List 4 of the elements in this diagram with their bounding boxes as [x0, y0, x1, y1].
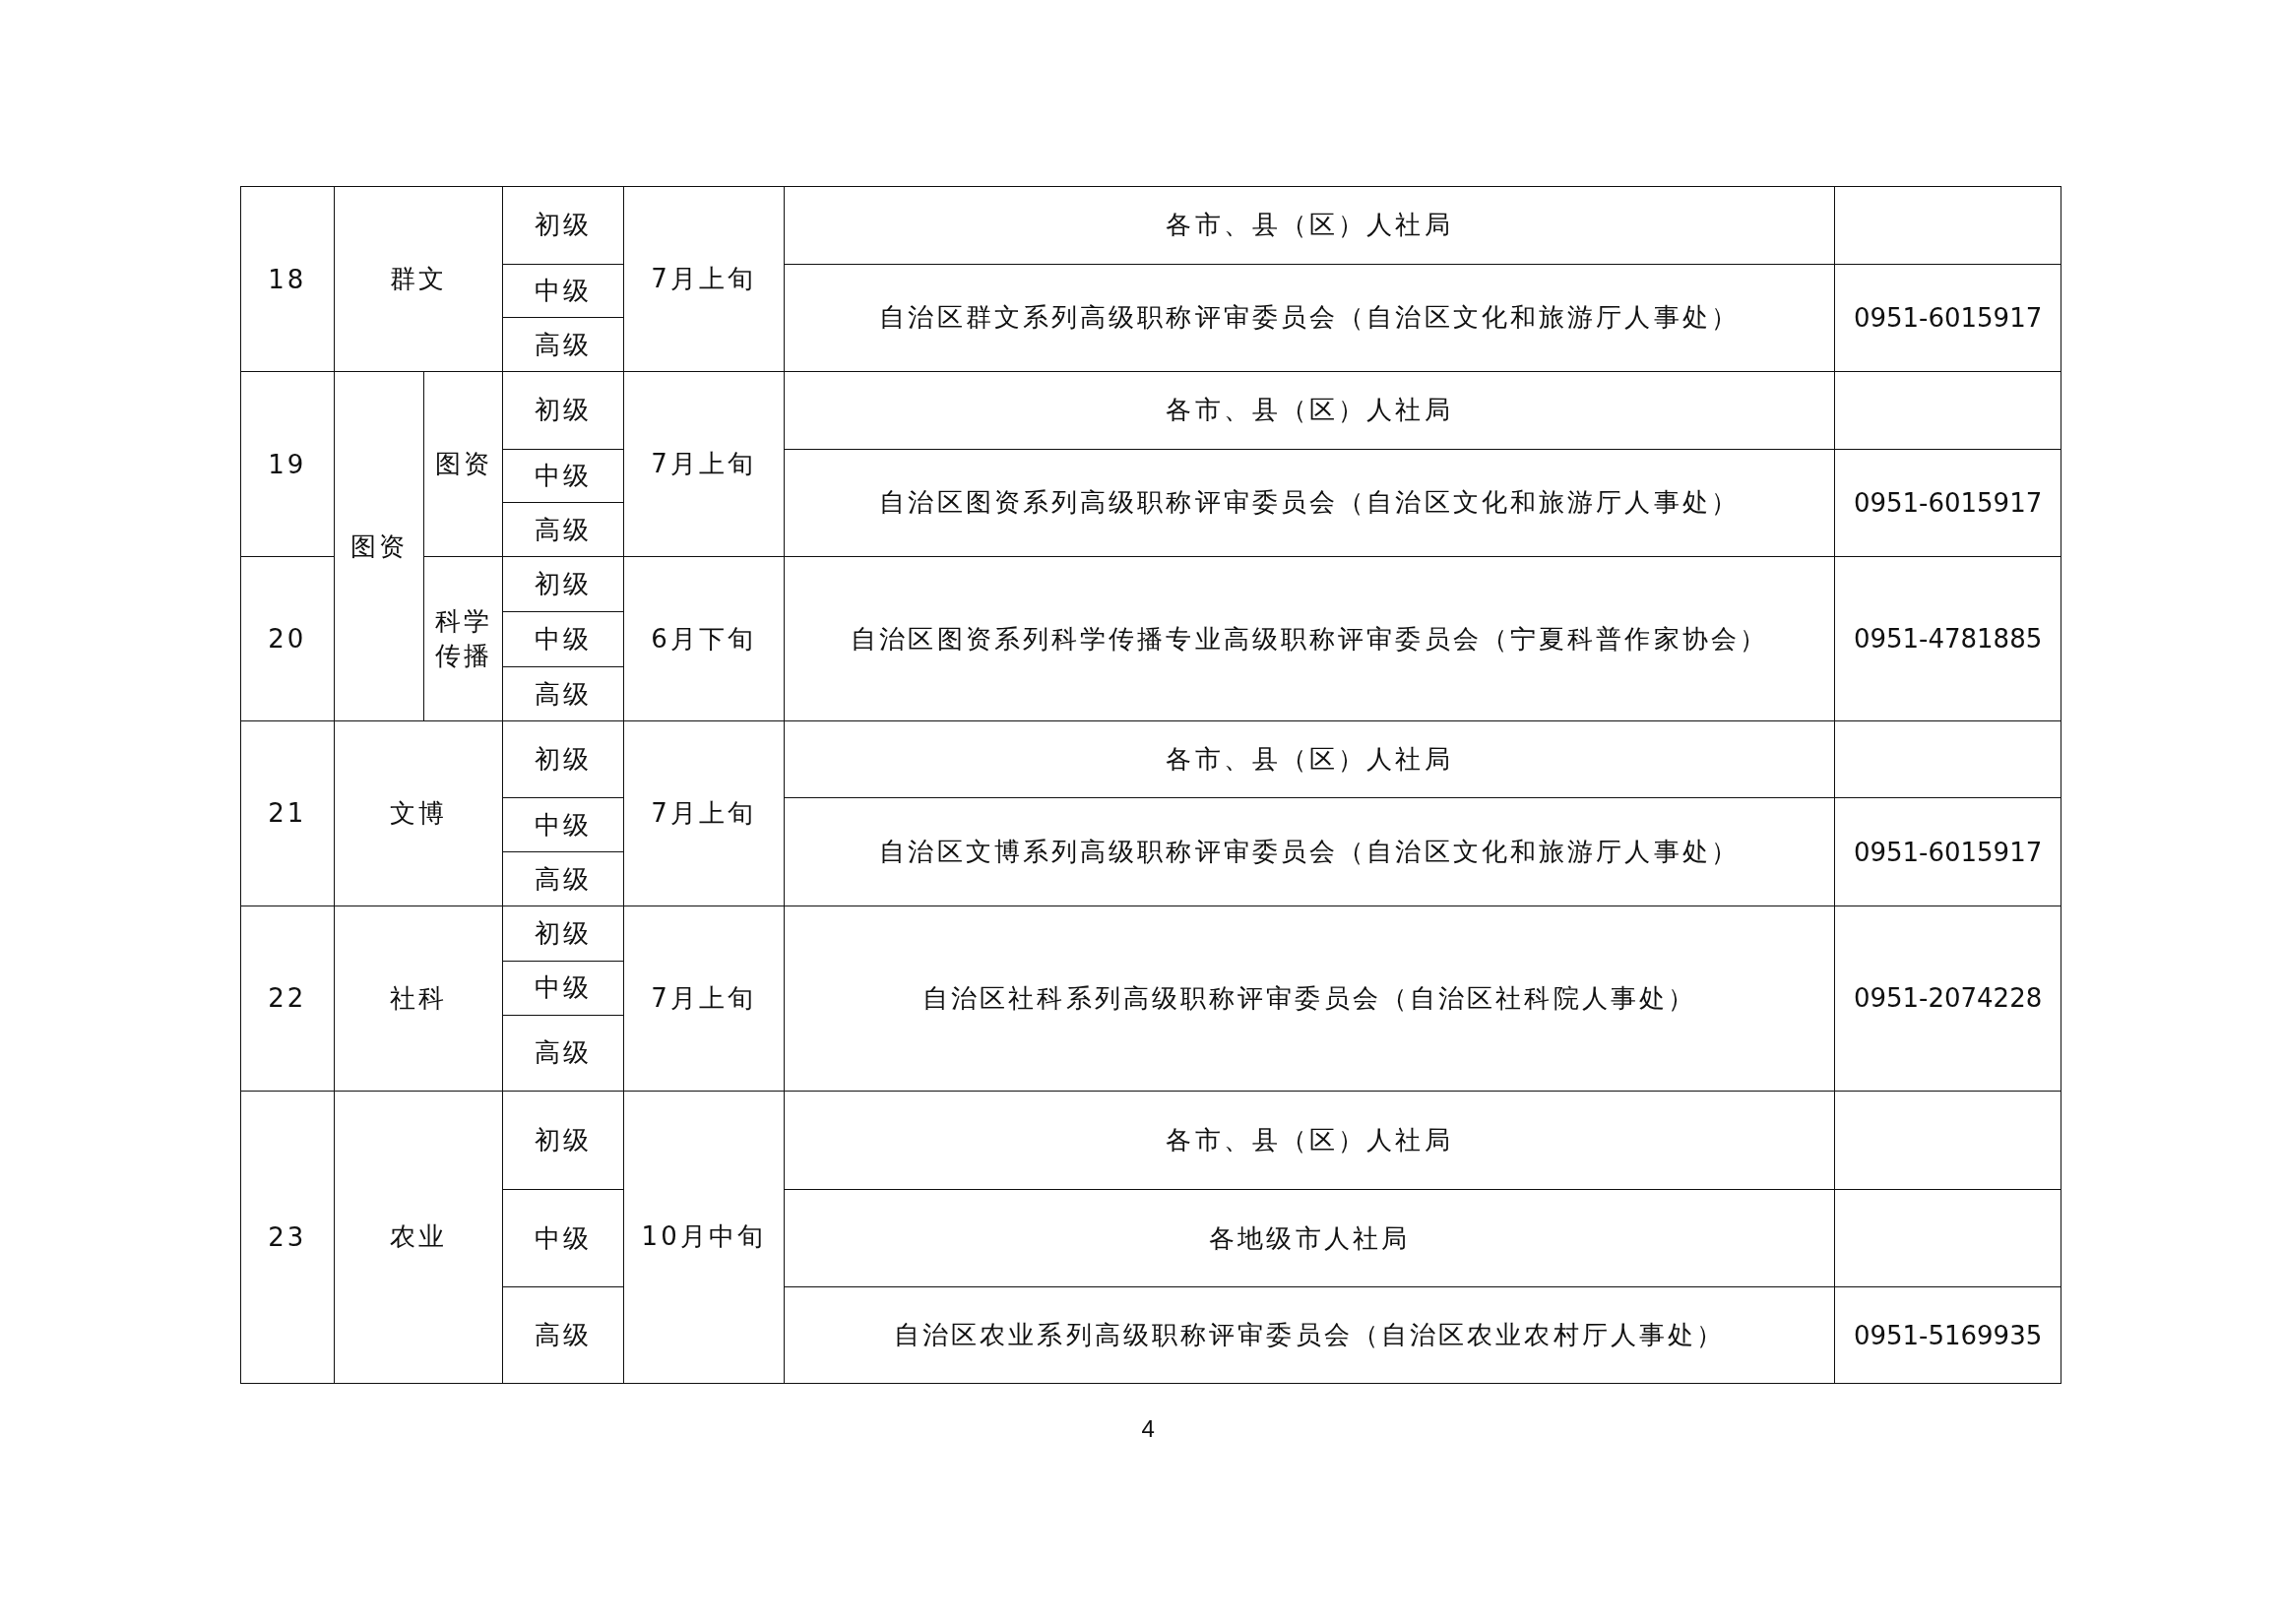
table-cell: 0951-5169935	[1834, 1286, 2061, 1384]
table-cell: 23	[240, 1090, 335, 1384]
page-number: 4	[1141, 1414, 1155, 1443]
table-cell: 18	[240, 186, 335, 373]
